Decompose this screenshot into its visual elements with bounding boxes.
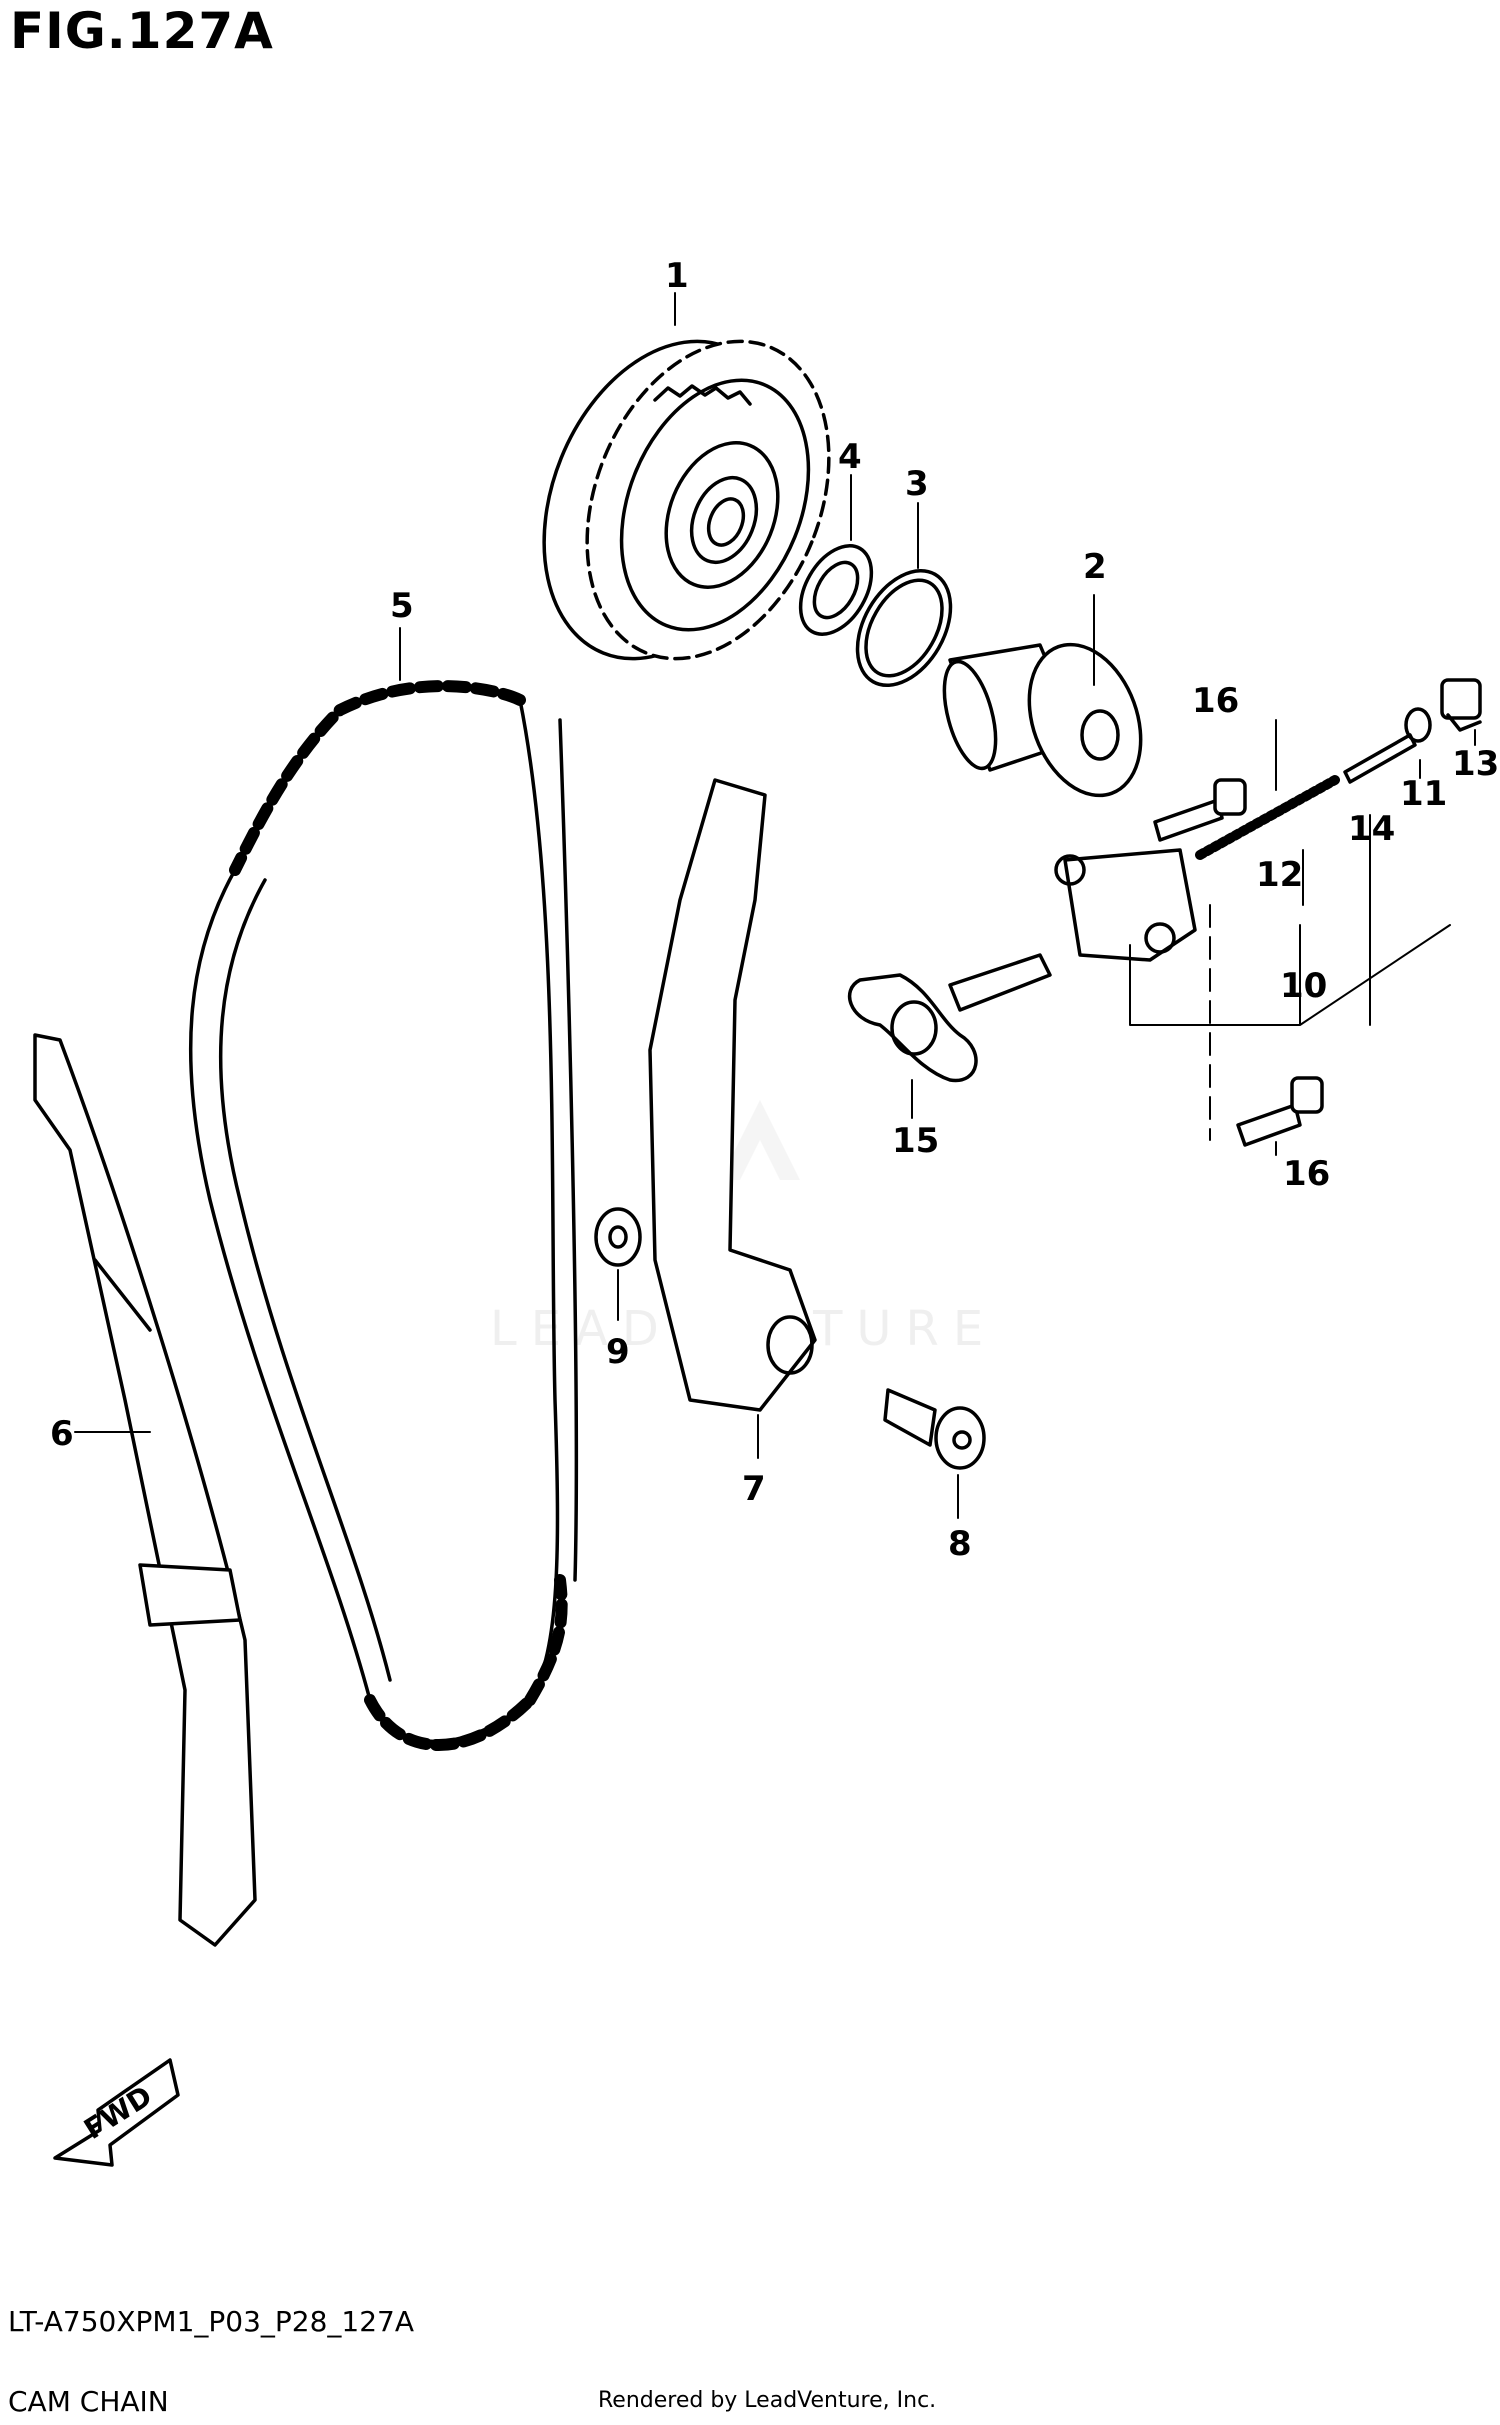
callout-7: 7 <box>742 1469 766 1509</box>
callout-16-lower: 16 <box>1283 1154 1330 1194</box>
washer-part-11 <box>1404 707 1432 743</box>
callout-15: 15 <box>892 1121 939 1161</box>
callout-9: 9 <box>606 1332 630 1372</box>
chain-tensioner-guide-part-7 <box>648 778 817 1412</box>
diagram-name: CAM CHAIN <box>8 2385 169 2418</box>
callout-5: 5 <box>390 586 414 626</box>
callout-1: 1 <box>665 256 689 296</box>
callout-11: 11 <box>1400 774 1447 814</box>
callout-3: 3 <box>905 464 929 504</box>
leader-lines <box>74 292 1476 1519</box>
callout-16-upper: 16 <box>1192 681 1239 721</box>
idler-shaft-part-2 <box>942 642 1143 798</box>
pin-part-14 <box>1343 733 1417 784</box>
callout-10: 10 <box>1280 966 1327 1006</box>
callout-12: 12 <box>1256 855 1303 895</box>
callout-4: 4 <box>838 437 862 477</box>
model-code: LT-A750XPM1_P03_P28_127A <box>8 2305 415 2338</box>
gasket-part-15 <box>848 973 978 1083</box>
bolt-part-16-lower <box>1236 1076 1324 1147</box>
callout-13: 13 <box>1452 744 1499 784</box>
cam-chain-part-5 <box>188 680 579 1751</box>
cam-drive-gear <box>542 339 831 661</box>
cap-bolt-part-13 <box>1440 678 1482 732</box>
rendered-by-credit: Rendered by LeadVenture, Inc. <box>598 2388 937 2413</box>
cam-chain-tensioner-part-10 <box>948 848 1451 1141</box>
bolt-part-8 <box>883 1388 986 1470</box>
spring-part-12 <box>1195 775 1340 860</box>
callout-14: 14 <box>1348 809 1395 849</box>
figure-title: FIG.127A <box>10 2 274 60</box>
washer-part-4 <box>798 544 874 636</box>
callout-8: 8 <box>948 1524 972 1564</box>
washer-part-9 <box>594 1207 642 1267</box>
cam-chain-guide-part-6 <box>33 1033 257 1947</box>
forward-direction-arrow <box>53 2058 180 2167</box>
callout-2: 2 <box>1083 547 1107 587</box>
callout-6: 6 <box>50 1414 74 1454</box>
bolt-part-16-upper <box>1153 778 1247 842</box>
o-ring-part-3 <box>855 568 953 688</box>
